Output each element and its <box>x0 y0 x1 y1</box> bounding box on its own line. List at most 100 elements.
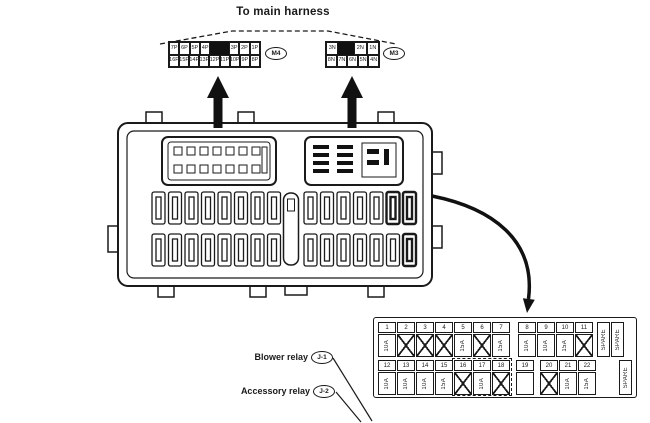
fuse-number: 13 <box>397 360 415 371</box>
fuse-cell: 14 10A <box>416 360 434 395</box>
fuse-number: 21 <box>559 360 577 371</box>
fuse-cell: 3 <box>416 322 434 357</box>
fuse-cell: 10 15A <box>556 322 574 357</box>
pin-label: 7P <box>169 42 180 55</box>
fuse-number: 17 <box>473 360 491 371</box>
pin-blank <box>338 42 355 55</box>
up-arrow-right-icon <box>341 76 363 128</box>
fuse-cell: 21 10A <box>559 360 577 395</box>
fuse-amp: 10A <box>473 372 491 395</box>
pin-label: 3N <box>326 42 339 55</box>
fuse-number: 4 <box>435 322 453 333</box>
fuse-amp: 15A <box>435 372 453 395</box>
main-harness-label: To main harness <box>236 6 330 18</box>
spare-cell: SPARE <box>611 322 624 357</box>
fuse-cell: 11 <box>575 322 593 357</box>
fuse-amp: 10A <box>537 334 555 357</box>
fuse-table-row-2: 12 10A 13 10A 14 10A 15 15A 16 <box>378 360 632 395</box>
fuse-cell: 12 10A <box>378 360 396 395</box>
fuse-amp <box>575 334 593 357</box>
fuse-cell: 2 <box>397 322 415 357</box>
pin-label: 9P <box>239 54 250 67</box>
accessory-relay-label: Accessory relay <box>240 386 310 396</box>
up-arrow-icons <box>207 76 363 128</box>
fuse-amp: 10A <box>378 334 396 357</box>
blower-relay-label: Blower relay <box>254 352 308 362</box>
fuse-cell: 9 10A <box>537 322 555 357</box>
fuse-amp <box>397 334 415 357</box>
curved-arrow-icon <box>431 194 532 300</box>
fuse-cell: 6 <box>473 322 491 357</box>
fuse-cell: 15 15A <box>435 360 453 395</box>
fuse-amp <box>492 372 510 395</box>
fuse-number: 9 <box>537 322 555 333</box>
fuse-cell: 18 <box>492 360 510 395</box>
fuse-cell: 16 <box>454 360 472 395</box>
fuse-amp: 10A <box>518 334 536 357</box>
pin-label: 8N <box>326 54 337 67</box>
fuse-number: 2 <box>397 322 415 333</box>
fuse-cell: 8 10A <box>518 322 536 357</box>
center-divider <box>282 192 300 266</box>
fuse-number: 19 <box>516 360 534 371</box>
fuse-amp: 15A <box>556 334 574 357</box>
fuse-cell: 22 15A <box>578 360 596 395</box>
pin-label: 8P <box>249 54 260 67</box>
pin-label: 1P <box>249 42 260 55</box>
fuse-number: 22 <box>578 360 596 371</box>
fuse-number: 3 <box>416 322 434 333</box>
relay-leader-lines <box>332 357 373 423</box>
pin-label: 16P <box>169 54 180 67</box>
spare-cell: SPARE <box>619 360 632 395</box>
pin-label: 1N <box>366 42 380 55</box>
pin-label: 5N <box>357 54 369 67</box>
pin-label: 15P <box>179 54 190 67</box>
fuse-cell: 19 <box>516 360 534 395</box>
fuse-block-inner-outline <box>126 130 424 279</box>
fuse-number: 1 <box>378 322 396 333</box>
fuse-cell: 4 <box>435 322 453 357</box>
fuse-number: 7 <box>492 322 510 333</box>
pin-label: 3P <box>228 42 240 55</box>
fuse-table-row-1: 1 10A 2 3 4 5 15A <box>378 322 632 357</box>
harness-bracket-dashed-line <box>159 30 397 45</box>
fuse-number: 10 <box>556 322 574 333</box>
fuse-amp <box>540 372 558 395</box>
fuse-cell: 1 10A <box>378 322 396 357</box>
connector-cavity-left <box>161 136 277 186</box>
curved-arrowhead-icon <box>522 298 535 313</box>
pin-label: 6N <box>347 54 358 67</box>
fuse-cell: 20 <box>540 360 558 395</box>
pin-label: 4P <box>199 42 211 55</box>
fuse-number: 11 <box>575 322 593 333</box>
fuse-number: 5 <box>454 322 472 333</box>
spare-cell: SPARE <box>597 322 610 357</box>
pin-label: 7N <box>336 54 348 67</box>
fuse-cell: 17 10A <box>473 360 491 395</box>
fuse-amp: 10A <box>559 372 577 395</box>
pinout-m3-row1: 3N 2N 1N <box>326 42 380 55</box>
fuse-number: 12 <box>378 360 396 371</box>
fuse-amperage-table: 1 10A 2 3 4 5 15A <box>373 317 637 398</box>
center-divider-slot <box>287 198 295 212</box>
fuse-amp <box>473 334 491 357</box>
fuse-amp: 15A <box>492 334 510 357</box>
fuse-number: 14 <box>416 360 434 371</box>
pin-label: 14P <box>189 54 200 67</box>
fuse-amp <box>416 334 434 357</box>
fuse-amp: 10A <box>397 372 415 395</box>
fuse-cell: 13 10A <box>397 360 415 395</box>
pinout-m4-row1: 7P 6P 5P 4P 3P 2P 1P <box>169 42 260 55</box>
fuse-amp <box>516 372 534 395</box>
connector-pinout-m4: 7P 6P 5P 4P 3P 2P 1P 16P 15P 14P 13P 12P… <box>168 41 261 68</box>
connector-cavity-right <box>304 136 404 186</box>
pin-blank <box>210 42 229 55</box>
pin-label: 4N <box>368 54 379 67</box>
pin-label: 13P <box>199 54 210 67</box>
fuse-number: 6 <box>473 322 491 333</box>
connector-pinout-m3: 3N 2N 1N 8N 7N 6N 5N 4N <box>325 41 380 68</box>
fuse-cell: 5 15A <box>454 322 472 357</box>
fuse-cell: 7 15A <box>492 322 510 357</box>
pin-label: 2N <box>354 42 367 55</box>
